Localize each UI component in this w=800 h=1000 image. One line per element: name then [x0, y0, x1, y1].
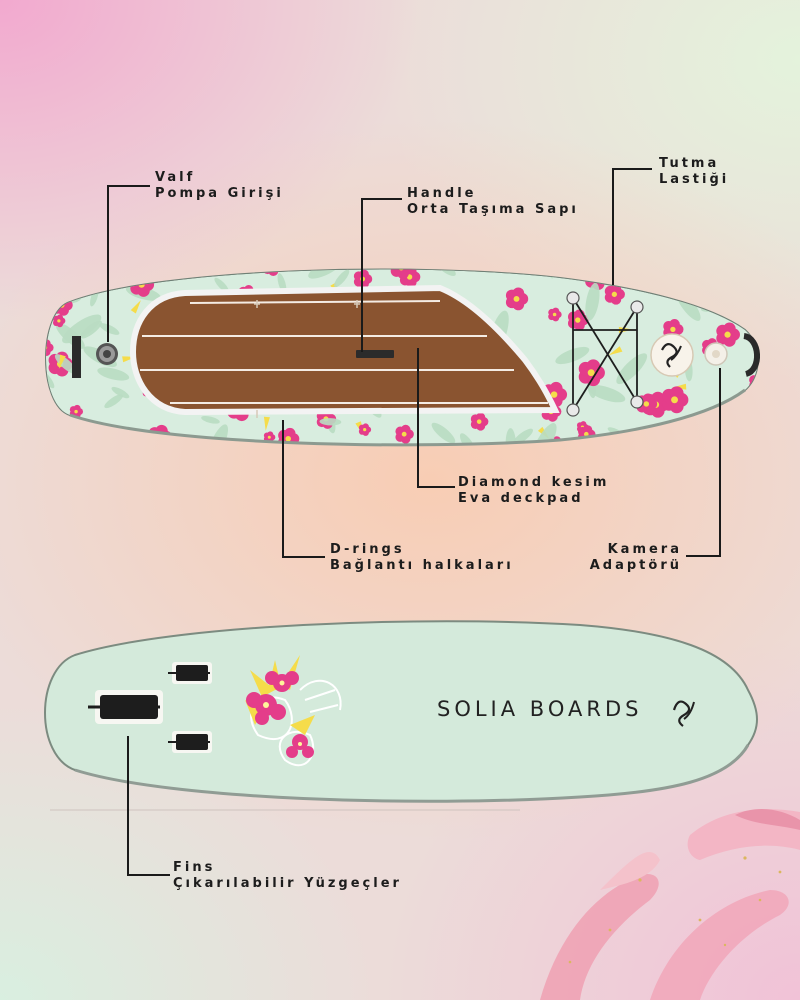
brand-logo-icon [650, 333, 694, 377]
callout-handle: Handle Orta Taşıma Sapı [407, 186, 579, 218]
callout-camera-subtitle: Adaptörü [589, 558, 682, 573]
valve-icon [96, 343, 118, 365]
callout-deckpad: Diamond kesim Eva deckpad [458, 475, 609, 507]
callout-bungee-title: Tutma [659, 156, 720, 171]
callout-deckpad-title: Diamond kesim [458, 475, 610, 490]
callout-fins-subtitle: Çıkarılabilir Yüzgeçler [173, 876, 402, 891]
callout-bungee-subtitle: Lastiği [659, 172, 730, 187]
callout-handle-title: Handle [407, 186, 477, 201]
center-fin-box [88, 690, 163, 724]
leader-camera [686, 368, 721, 557]
leader-valve [107, 185, 150, 342]
callout-valve-subtitle: Pompa Girişi [155, 186, 284, 201]
callout-deckpad-subtitle: Eva deckpad [458, 491, 584, 506]
callout-valve-title: Valf [155, 170, 196, 185]
top-board [45, 268, 761, 447]
leader-bungee [612, 168, 652, 285]
brand-mark-icon [672, 700, 695, 727]
bottom-board: SOLIA BOARDS [44, 620, 758, 803]
callout-handle-subtitle: Orta Taşıma Sapı [407, 202, 579, 217]
callout-fins-title: Fins [173, 860, 216, 875]
eva-deckpad [129, 284, 560, 416]
callout-fins: Fins Çıkarılabilir Yüzgeçler [173, 860, 402, 892]
callout-bungee: Tutma Lastiği [659, 156, 729, 188]
d-ring-markers [254, 300, 360, 418]
camera-adapter-icon [704, 342, 728, 366]
side-fin-box-top [168, 662, 212, 684]
bungee-cords [566, 291, 644, 417]
callout-drings: D-rings Bağlantı halkaları [330, 542, 514, 574]
leader-drings [282, 420, 325, 558]
handle-strap [356, 350, 394, 358]
tail-label-tag [72, 336, 81, 378]
side-fin-box-bottom [168, 731, 212, 753]
koi-fish-decoration [540, 808, 800, 1000]
brand-name: SOLIA BOARDS [437, 697, 642, 721]
callout-drings-subtitle: Bağlantı halkaları [330, 558, 514, 573]
leader-fins [127, 736, 170, 876]
callout-camera: Kamera Adaptörü [590, 542, 682, 574]
nose-handle [743, 333, 761, 377]
callout-camera-title: Kamera [607, 542, 682, 557]
leader-deckpad [417, 348, 455, 488]
callout-valve: Valf Pompa Girişi [155, 170, 284, 202]
floral-graphic [245, 655, 342, 767]
deckpad-grooves [140, 300, 548, 404]
leader-handle [361, 198, 402, 352]
leader-lines [107, 168, 721, 876]
callout-drings-title: D-rings [330, 542, 405, 557]
